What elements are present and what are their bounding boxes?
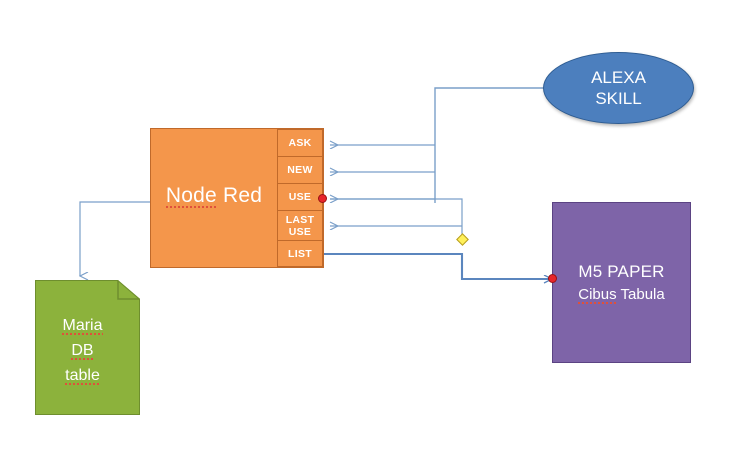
node-red-row-last-use[interactable]: LAST USE <box>277 210 323 241</box>
node-red-label: Node Red <box>150 183 278 209</box>
node-red-label-underlined: Node <box>165 184 217 208</box>
connector-source-handle-dot[interactable] <box>318 194 327 203</box>
node-red-label-plain: Red <box>216 184 263 207</box>
node-red-row-last-use-label-2: USE <box>288 225 312 238</box>
alexa-skill-line1: ALEXA <box>591 68 646 87</box>
node-red-row-last-use-label-1: LAST <box>285 213 315 226</box>
node-red-row-new-label: NEW <box>287 164 313 176</box>
m5-paper-subtitle: Cibus Tabula <box>578 285 665 305</box>
node-red-row-new[interactable]: NEW <box>277 156 323 184</box>
node-red-command-column: ASK NEW USE LAST USE LIST <box>277 129 323 267</box>
alexa-skill-ellipse[interactable]: ALEXA SKILL <box>543 52 694 124</box>
m5-paper-subtitle-plain: Tabula <box>616 285 665 303</box>
maria-db-line1: Maria <box>62 317 103 335</box>
maria-db-label: Maria DB table <box>35 313 130 388</box>
node-red-row-list-label: LIST <box>288 247 312 260</box>
connector-target-handle-dot[interactable] <box>548 274 557 283</box>
connector-alexa-trunk[interactable] <box>434 87 543 203</box>
maria-db-line3: table <box>65 367 100 385</box>
m5-paper-box[interactable]: M5 PAPER Cibus Tabula <box>552 202 691 363</box>
maria-db-line2: DB <box>71 342 94 360</box>
node-red-row-use-label: USE <box>288 191 312 203</box>
connector-list-to-m5[interactable] <box>323 252 552 279</box>
node-red-row-list[interactable]: LIST <box>277 240 323 267</box>
m5-paper-title: M5 PAPER <box>578 261 665 281</box>
alexa-skill-line2: SKILL <box>595 89 642 108</box>
m5-paper-subtitle-underlined: Cibus <box>578 285 617 304</box>
connector-nodered-to-mariadb[interactable] <box>80 201 150 276</box>
node-red-row-ask[interactable]: ASK <box>277 129 323 157</box>
node-red-row-ask-label: ASK <box>288 137 312 149</box>
connector-m5-trunk[interactable] <box>330 198 463 240</box>
node-red-row-use[interactable]: USE <box>277 183 323 211</box>
